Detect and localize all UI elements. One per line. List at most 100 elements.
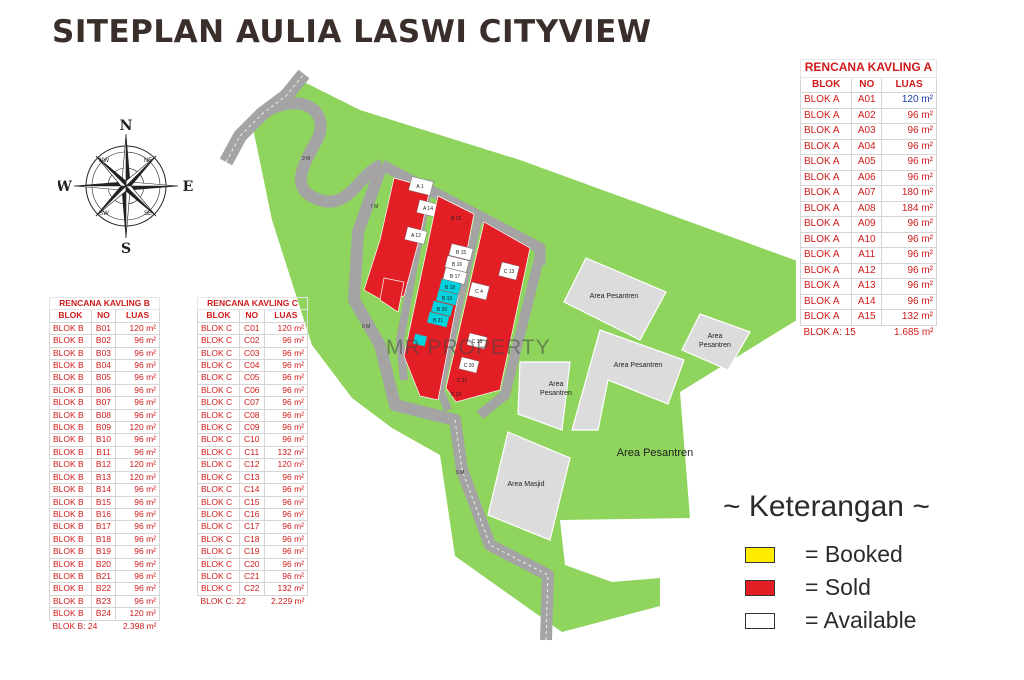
luas-cell: 96 m² (263, 532, 309, 547)
no-cell: A15 (851, 309, 883, 326)
luas-cell: 96 m² (881, 216, 937, 233)
table-b-header: NO (90, 309, 117, 323)
blok-cell: BLOK C (197, 359, 240, 373)
blok-cell: BLOK B (49, 359, 92, 373)
blok-cell: BLOK C (197, 495, 240, 509)
blok-cell: BLOK A (799, 309, 853, 326)
luas-cell: 184 m² (881, 200, 937, 217)
table-c-letter: C (291, 298, 298, 308)
blok-cell: BLOK B (49, 433, 92, 447)
luas-cell: 96 m² (115, 371, 160, 385)
no-cell: A13 (851, 278, 883, 295)
plot-label: C 13 (504, 269, 515, 275)
luas-cell: 96 m² (263, 470, 309, 485)
no-cell: B24 (90, 607, 117, 621)
area-pesantren-west (517, 361, 571, 431)
plot-a1 (408, 176, 434, 196)
siteplan-title: SITEPLAN AULIA LASWI CITYVIEW (52, 14, 652, 50)
plot-label: C 22 (451, 392, 462, 398)
luas-cell: 96 m² (115, 520, 160, 534)
compass-se-label: SE (144, 211, 152, 217)
plot-c4 (468, 281, 490, 301)
blok-cell: BLOK B (49, 569, 92, 584)
table-a-footer-area: 1.685 m² (894, 326, 934, 338)
blok-cell: BLOK C (197, 507, 240, 522)
table-b-header: BLOK (49, 309, 92, 323)
no-cell: B06 (90, 383, 117, 398)
luas-cell: 132 m² (881, 309, 937, 326)
blok-cell: BLOK B (49, 520, 92, 534)
table-b-letter: B (143, 298, 150, 308)
table-c-header: NO (238, 309, 265, 323)
blok-cell: BLOK C (197, 532, 240, 547)
luas-cell: 96 m² (263, 396, 309, 410)
legend-label: = Available (805, 607, 917, 633)
compass-s-label: S (121, 241, 131, 254)
blok-cell: BLOK A (799, 123, 853, 140)
compass-n-label: N (120, 118, 133, 134)
blok-cell: BLOK B (49, 594, 92, 609)
no-cell: C11 (238, 445, 265, 460)
blok-cell: BLOK B (49, 383, 92, 398)
blok-cell: BLOK A (799, 200, 853, 217)
blok-cell: BLOK C (197, 557, 240, 571)
winding-road (258, 97, 385, 208)
legend-title: ~ Keterangan ~ (723, 490, 930, 523)
luas-cell: 96 m² (263, 359, 309, 373)
legend-swatch-sold (745, 579, 775, 596)
luas-cell: 96 m² (881, 278, 937, 295)
no-cell: B22 (90, 582, 117, 596)
table-a-letter: A (923, 60, 933, 74)
plot-c20 (458, 356, 480, 374)
luas-cell: 132 m² (263, 582, 309, 596)
blok-cell: BLOK C (197, 445, 240, 460)
blok-cell: BLOK A (799, 247, 853, 264)
no-cell: B12 (90, 458, 117, 472)
no-cell: C20 (238, 557, 265, 571)
area-pesantren-small-east (681, 313, 751, 371)
luas-cell: 96 m² (263, 569, 309, 584)
compass-rose-icon: N S E W NE NW SE SW (58, 118, 194, 254)
area-label: Area Pesantren (617, 447, 693, 459)
no-cell: B14 (90, 483, 117, 497)
plot-a12 (404, 226, 428, 245)
blok-cell: BLOK B (49, 421, 92, 435)
blok-cell: BLOK B (49, 483, 92, 497)
luas-cell: 96 m² (115, 557, 160, 571)
luas-cell: 120 m² (115, 421, 160, 435)
legend-item-booked: = Booked (723, 538, 930, 571)
no-cell: B15 (90, 495, 117, 509)
no-cell: A08 (851, 200, 883, 217)
plot-b18 (438, 278, 462, 295)
no-cell: C09 (238, 421, 265, 435)
luas-cell: 96 m² (263, 557, 309, 571)
no-cell: C10 (238, 433, 265, 447)
plot-label: C 18 (472, 339, 483, 345)
no-cell: C15 (238, 495, 265, 509)
luas-cell: 96 m² (115, 334, 160, 348)
compass-e-label: E (183, 179, 194, 195)
luas-cell: 96 m² (115, 532, 160, 547)
luas-cell: 96 m² (115, 383, 160, 398)
plot-b-cyan (412, 333, 428, 347)
no-cell: A04 (851, 138, 883, 155)
luas-cell: 120 m² (881, 92, 937, 109)
